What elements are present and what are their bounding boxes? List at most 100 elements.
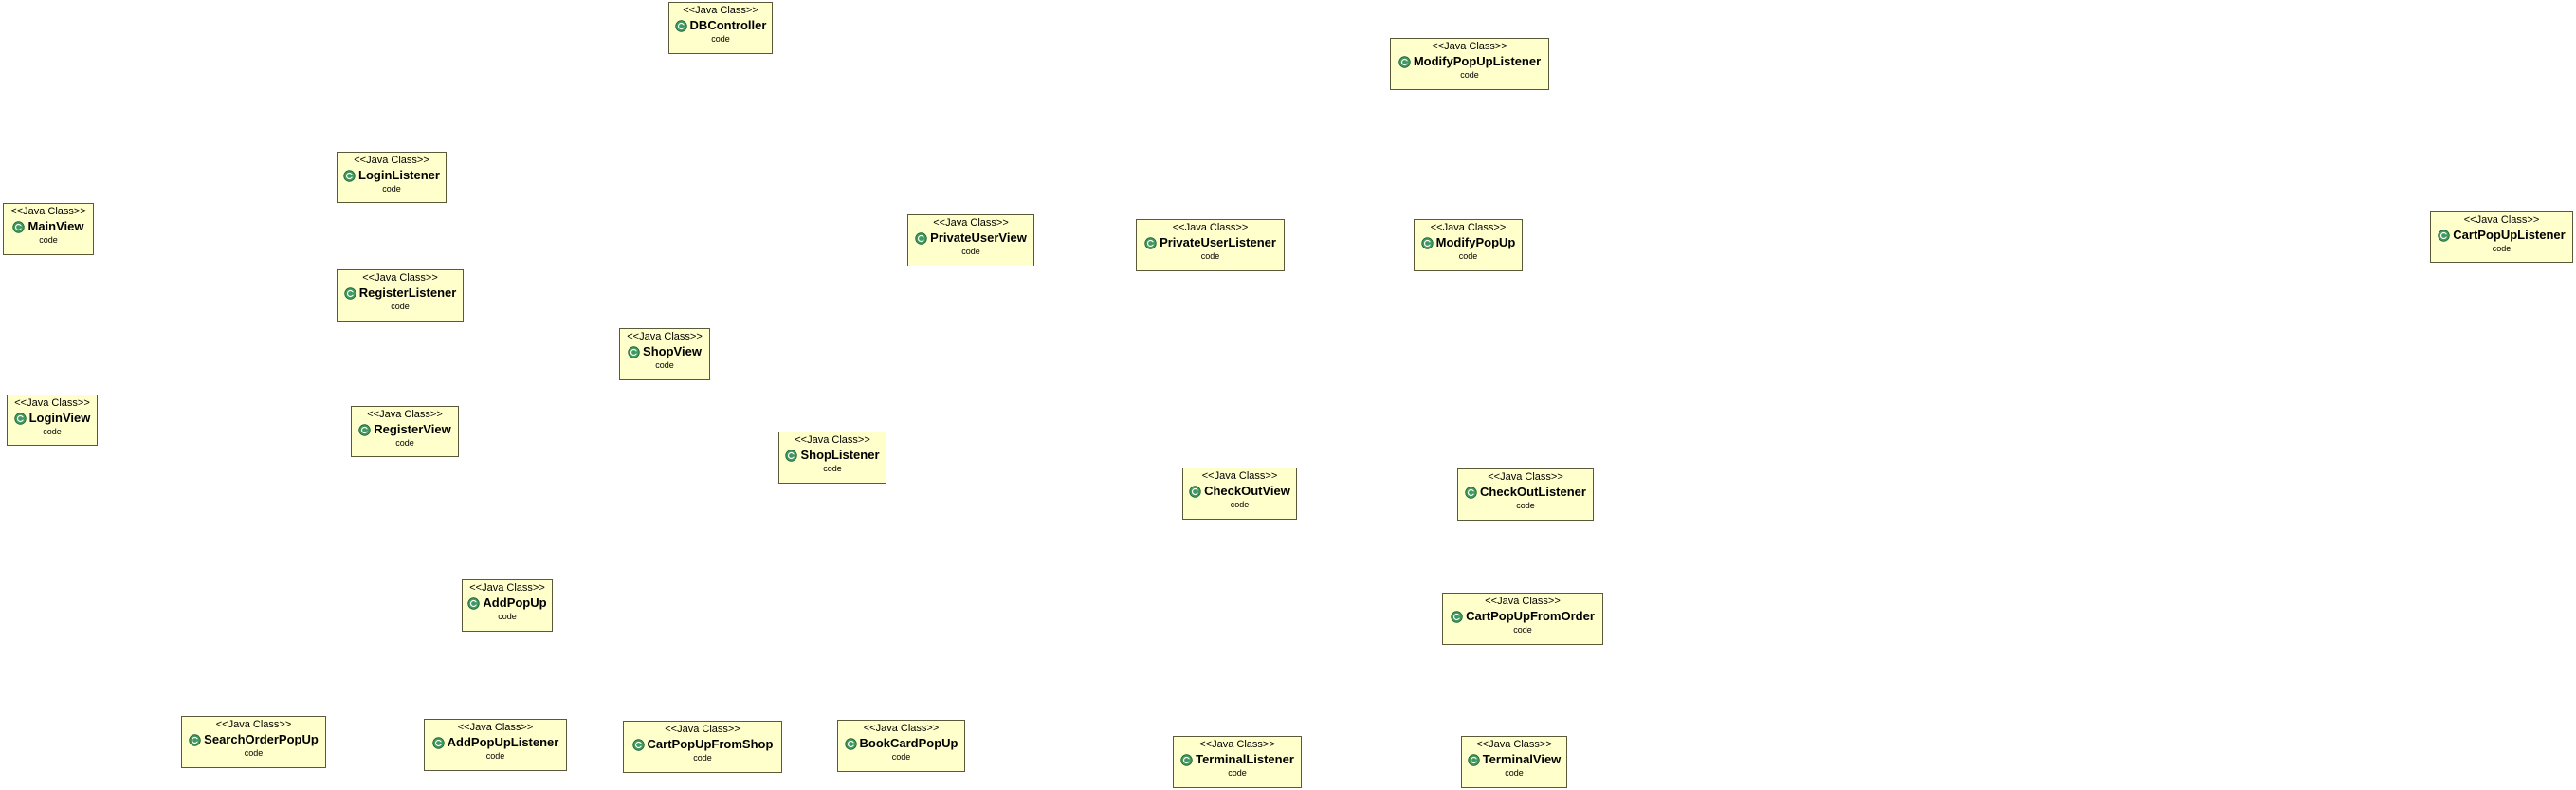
class-icon	[674, 19, 687, 32]
class-name: CheckOutListener	[1480, 485, 1586, 499]
class-icon	[1465, 486, 1477, 499]
stereotype-label: <<Java Class>>	[469, 582, 545, 594]
compartment-label: code	[823, 464, 842, 473]
compartment-label: code	[1228, 768, 1247, 778]
class-title: CartPopUpListener	[2431, 228, 2572, 243]
stereotype-label: <<Java Class>>	[665, 724, 740, 735]
stereotype-label: <<Java Class>>	[683, 5, 758, 16]
compartment-label: code	[244, 748, 264, 758]
class-title: CheckOutView	[1183, 484, 1296, 499]
class-name: TerminalListener	[1196, 752, 1294, 766]
class-name: MainView	[27, 219, 84, 233]
class-title: PrivateUserView	[908, 230, 1033, 246]
class-name: ShopListener	[800, 448, 880, 462]
class-box-terminalview[interactable]: <<Java Class>> TerminalView code	[1461, 736, 1567, 788]
compartment-label: code	[693, 753, 712, 762]
class-title: ShopListener	[779, 448, 886, 463]
stereotype-label: <<Java Class>>	[215, 719, 292, 730]
stereotype-label: <<Java Class>>	[354, 155, 429, 166]
stereotype-label: <<Java Class>>	[863, 723, 940, 734]
class-icon	[915, 231, 927, 245]
class-name: BookCardPopUp	[859, 736, 959, 750]
class-title: RegisterListener	[338, 285, 463, 301]
stereotype-label: <<Java Class>>	[367, 409, 443, 420]
class-name: CartPopUpFromOrder	[1466, 609, 1595, 623]
stereotype-label: <<Java Class>>	[1172, 222, 1249, 233]
class-icon	[1420, 236, 1434, 249]
class-name: CartPopUpListener	[2453, 228, 2566, 242]
class-icon	[344, 286, 356, 300]
class-title: CheckOutListener	[1458, 485, 1593, 500]
compartment-label: code	[1458, 251, 1478, 261]
stereotype-label: <<Java Class>>	[1199, 739, 1275, 750]
class-icon	[467, 597, 481, 610]
class-box-addpopup[interactable]: <<Java Class>> AddPopUp code	[462, 579, 553, 632]
stereotype-label: <<Java Class>>	[2463, 214, 2540, 226]
compartment-label: code	[655, 360, 674, 370]
class-name: CartPopUpFromShop	[647, 737, 774, 751]
stereotype-label: <<Java Class>>	[14, 397, 90, 409]
class-icon	[1189, 485, 1201, 498]
compartment-label: code	[891, 752, 911, 762]
compartment-label: code	[711, 34, 730, 44]
compartment-label: code	[43, 427, 62, 436]
stereotype-label: <<Java Class>>	[457, 722, 534, 733]
class-icon	[631, 738, 645, 751]
class-title: SearchOrderPopUp	[182, 732, 325, 747]
class-box-cartpopupfromshop[interactable]: <<Java Class>> CartPopUpFromShop code	[623, 721, 782, 773]
compartment-label: code	[498, 612, 517, 621]
class-title: ShopView	[620, 344, 709, 359]
stereotype-label: <<Java Class>>	[10, 206, 86, 217]
compartment-label: code	[1505, 768, 1524, 778]
class-name: AddPopUpListener	[447, 735, 559, 749]
class-title: AddPopUpListener	[425, 735, 566, 750]
class-name: LoginListener	[358, 168, 440, 182]
class-icon	[343, 169, 356, 182]
class-icon	[12, 220, 26, 233]
class-icon	[1398, 55, 1411, 68]
class-name: ModifyPopUpListener	[1413, 54, 1542, 68]
class-box-terminallistener[interactable]: <<Java Class>> TerminalListener code	[1173, 736, 1302, 788]
class-name: RegisterView	[374, 422, 451, 436]
class-name: ShopView	[643, 344, 702, 358]
class-title: RegisterView	[352, 422, 458, 437]
class-title: TerminalListener	[1174, 752, 1301, 767]
class-name: AddPopUp	[483, 596, 547, 610]
class-title: ModifyPopUpListener	[1391, 54, 1548, 69]
class-icon	[628, 345, 640, 358]
class-icon	[2438, 229, 2450, 242]
class-icon	[1467, 753, 1480, 766]
class-icon	[1180, 753, 1193, 766]
class-box-bookcardpopup[interactable]: <<Java Class>> BookCardPopUp code	[837, 720, 965, 772]
compartment-label: code	[961, 247, 980, 256]
stereotype-label: <<Java Class>>	[362, 272, 438, 284]
class-title: AddPopUp	[463, 596, 552, 611]
compartment-label: code	[391, 302, 410, 311]
class-icon	[358, 423, 371, 436]
stereotype-label: <<Java Class>>	[1476, 739, 1552, 750]
stereotype-label: <<Java Class>>	[1488, 471, 1563, 483]
class-name: TerminalView	[1482, 752, 1562, 766]
class-title: ModifyPopUp	[1415, 235, 1522, 250]
stereotype-label: <<Java Class>>	[1430, 222, 1507, 233]
class-title: BookCardPopUp	[838, 736, 964, 751]
class-title: LoginView	[8, 411, 97, 426]
